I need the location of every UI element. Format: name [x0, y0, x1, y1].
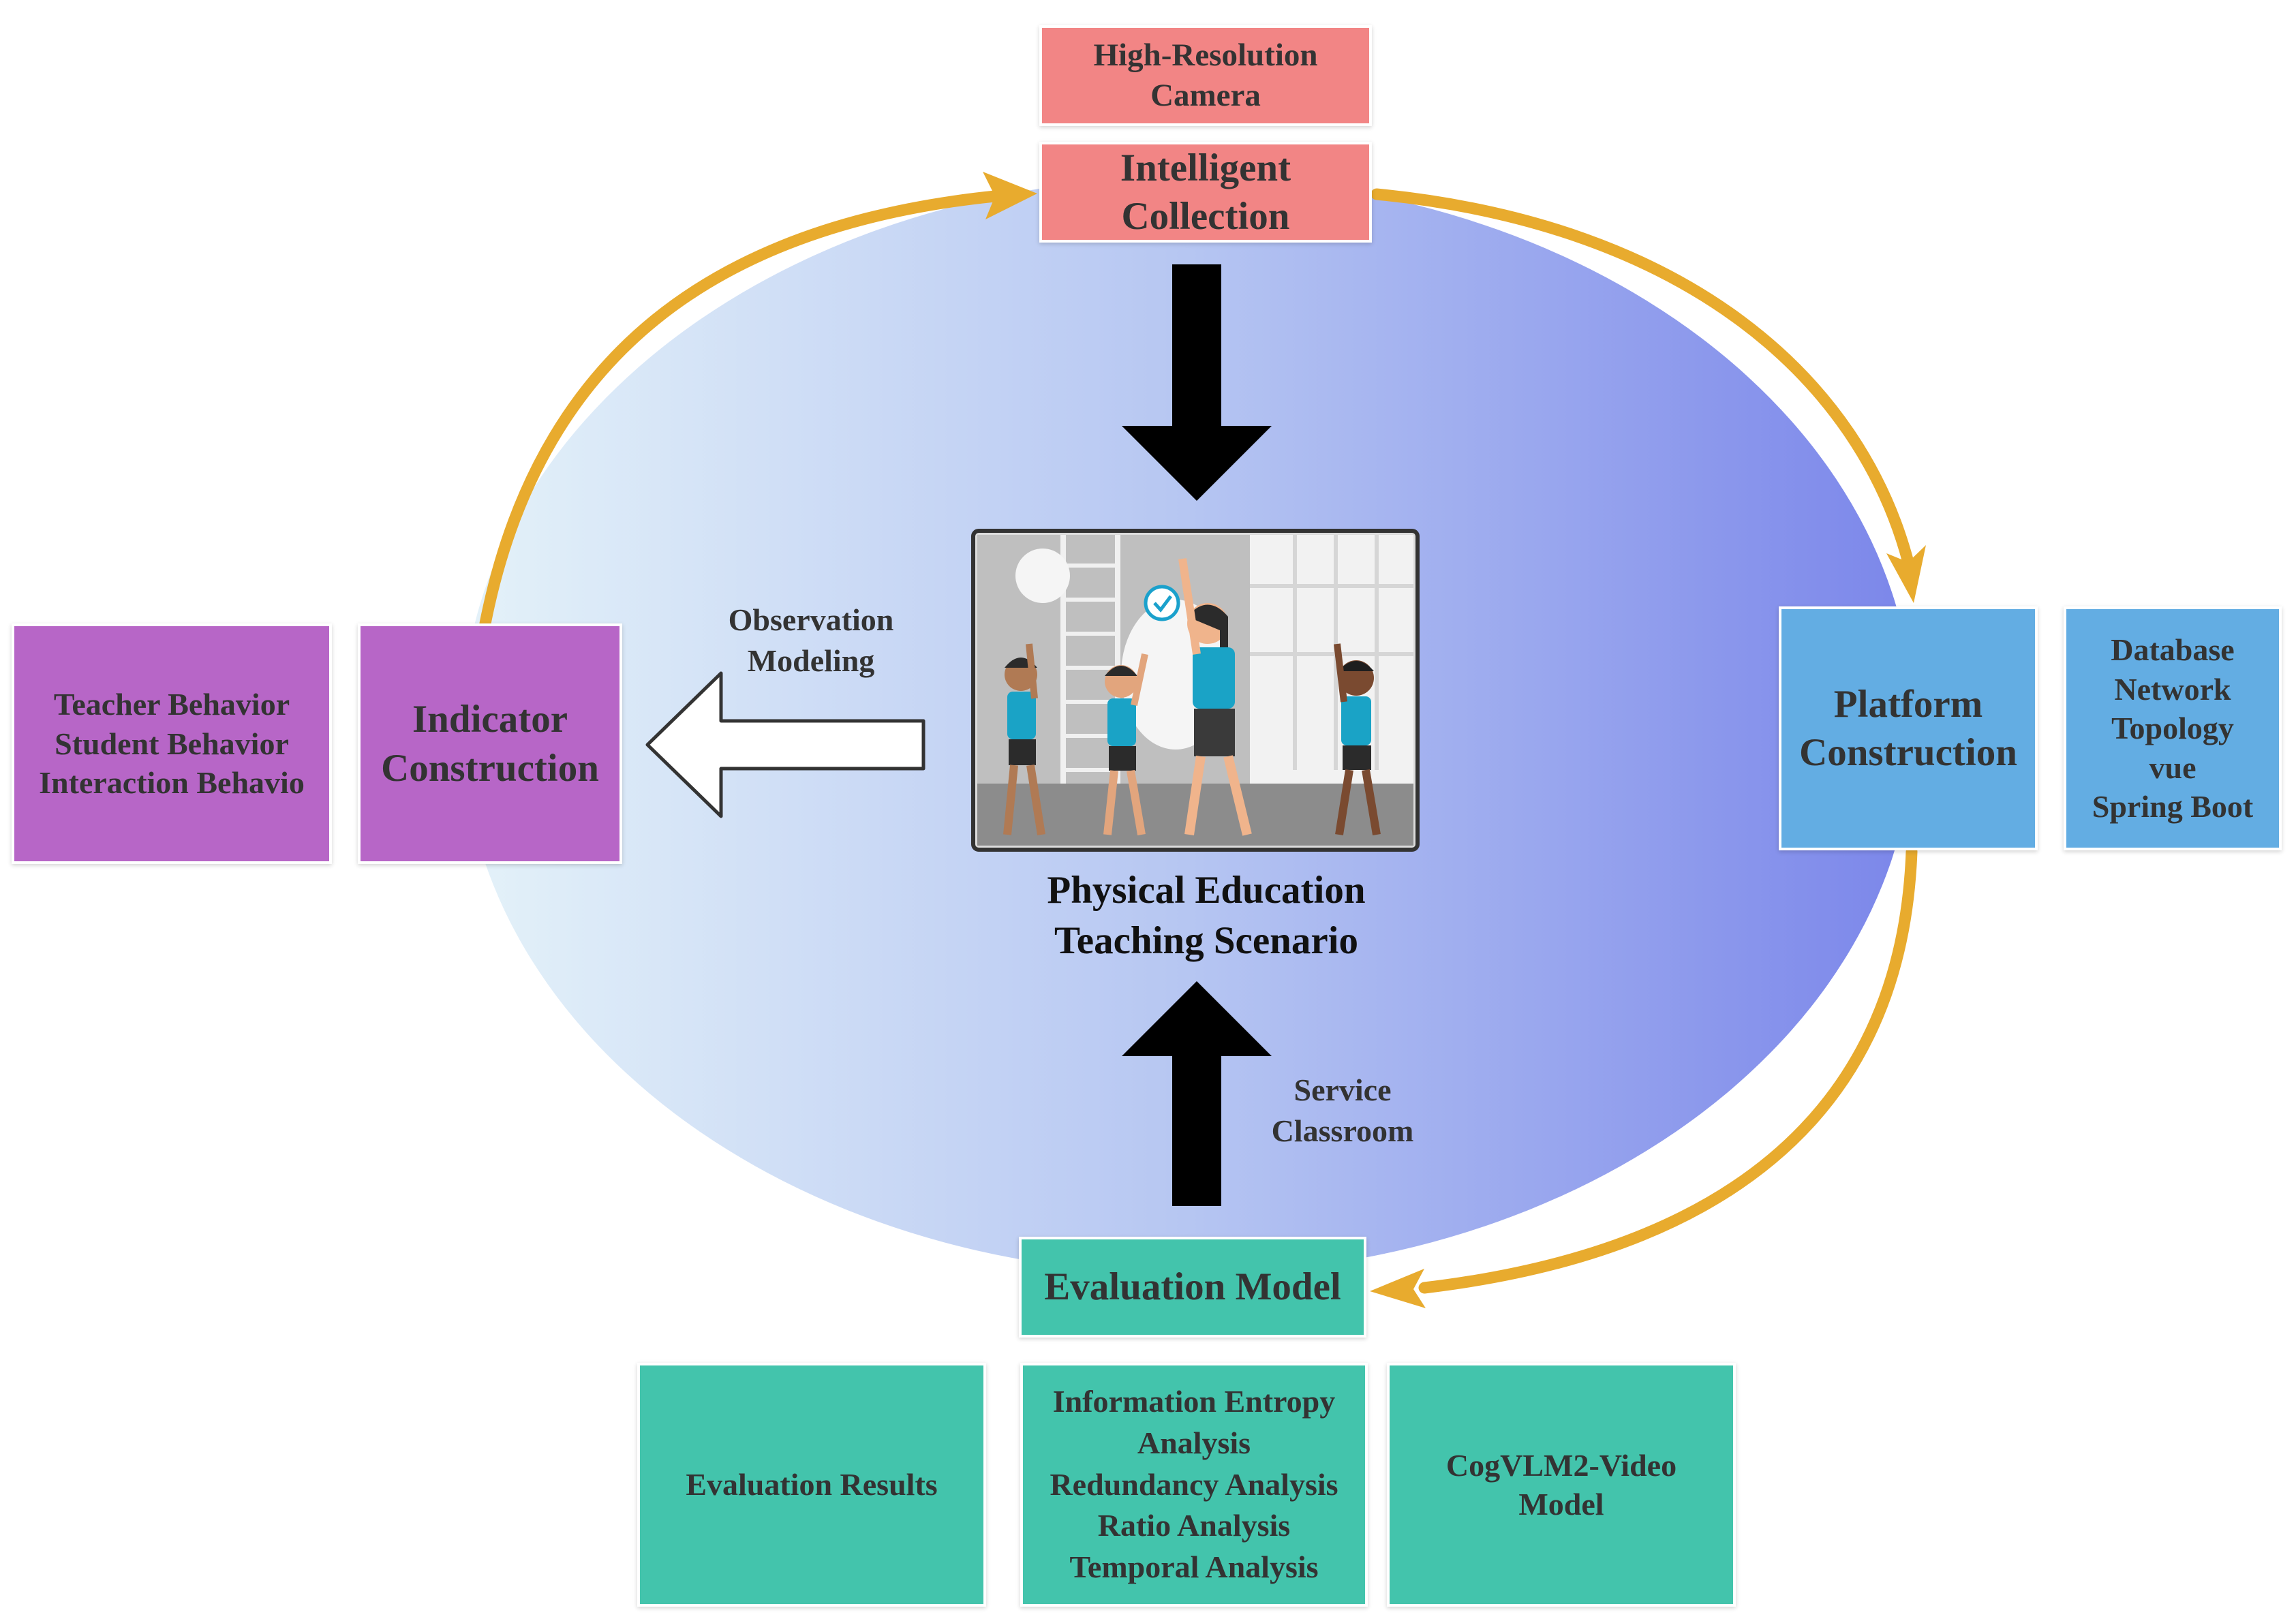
service-line-2: Classroom — [1271, 1113, 1414, 1148]
analysis-line-5: Temporal Analysis — [1069, 1549, 1319, 1585]
behavior-line-1: Teacher Behavior — [53, 687, 290, 722]
service-classroom-label: Service Classroom — [1247, 1070, 1438, 1152]
indicator-construction-box: Indicator Construction — [358, 623, 622, 864]
scene-caption: Physical Education Teaching Scenario — [1002, 865, 1411, 966]
down-arrow-icon — [1122, 264, 1272, 501]
camera-line-2: Camera — [1150, 78, 1261, 113]
cogvlm-line-1: CogVLM2-Video — [1445, 1447, 1677, 1483]
behaviors-box: Teacher Behavior Student Behavior Intera… — [12, 623, 332, 864]
evaluation-model-box: Evaluation Model — [1019, 1237, 1366, 1338]
tech-line-1: Database — [2111, 632, 2235, 668]
scene-line-2: Teaching Scenario — [1054, 919, 1358, 963]
analysis-line-4: Ratio Analysis — [1097, 1508, 1291, 1543]
tech-line-2: Network — [2114, 671, 2231, 707]
tech-line-4: vue — [2149, 750, 2196, 785]
collection-line-1: Intelligent — [1120, 146, 1291, 189]
scene-line-1: Physical Education — [1047, 869, 1366, 912]
ring-arrowhead-collection-icon — [983, 172, 1037, 219]
ring-arrowhead-platform-icon — [1886, 545, 1926, 603]
observation-modeling-label: Observation Modeling — [702, 600, 920, 681]
ring-arrow-collection-to-platform — [1371, 188, 1914, 568]
ring-arrow-platform-to-evaluation — [1418, 846, 1918, 1294]
tech-line-5: Spring Boot — [2092, 789, 2254, 824]
platform-construction-box: Platform Construction — [1779, 606, 2038, 850]
analysis-methods-box: Information Entropy Analysis Redundancy … — [1020, 1363, 1368, 1607]
left-arrow-icon — [645, 671, 925, 818]
collection-line-2: Collection — [1121, 195, 1290, 238]
tech-stack-box: Database Network Topology vue Spring Boo… — [2064, 606, 2282, 850]
camera-line-1: High-Resolution — [1093, 37, 1318, 74]
cogvlm-line-2: Model — [1518, 1487, 1604, 1522]
platform-line-2: Construction — [1799, 731, 2017, 774]
observation-line-2: Modeling — [747, 643, 875, 678]
evaluation-model-label: Evaluation Model — [1044, 1265, 1341, 1309]
analysis-line-3: Redundancy Analysis — [1050, 1466, 1338, 1502]
high-resolution-camera-box: High-Resolution Camera — [1039, 25, 1372, 126]
service-line-1: Service — [1294, 1072, 1392, 1107]
indicator-line-1: Indicator — [412, 698, 568, 741]
intelligent-collection-box: Intelligent Collection — [1039, 142, 1372, 243]
analysis-line-1: Information Entropy — [1052, 1384, 1336, 1419]
behavior-line-3: Interaction Behavio — [39, 765, 305, 801]
cogvlm2-video-model-box: CogVLM2-Video Model — [1387, 1363, 1736, 1607]
indicator-line-2: Construction — [381, 746, 599, 790]
tech-line-3: Topology — [2111, 711, 2234, 746]
observation-line-1: Observation — [728, 602, 894, 637]
platform-line-1: Platform — [1833, 682, 1983, 726]
behavior-line-2: Student Behavior — [55, 726, 289, 761]
ring-arrow-indicator-to-collection — [479, 190, 1001, 630]
up-arrow-icon — [1122, 981, 1272, 1206]
analysis-line-2: Analysis — [1137, 1425, 1251, 1460]
pe-class-illustration-icon — [971, 529, 1420, 852]
evaluation-results-box: Evaluation Results — [637, 1363, 986, 1607]
results-label: Evaluation Results — [686, 1467, 938, 1502]
ring-arrowhead-evaluation-icon — [1370, 1269, 1426, 1308]
